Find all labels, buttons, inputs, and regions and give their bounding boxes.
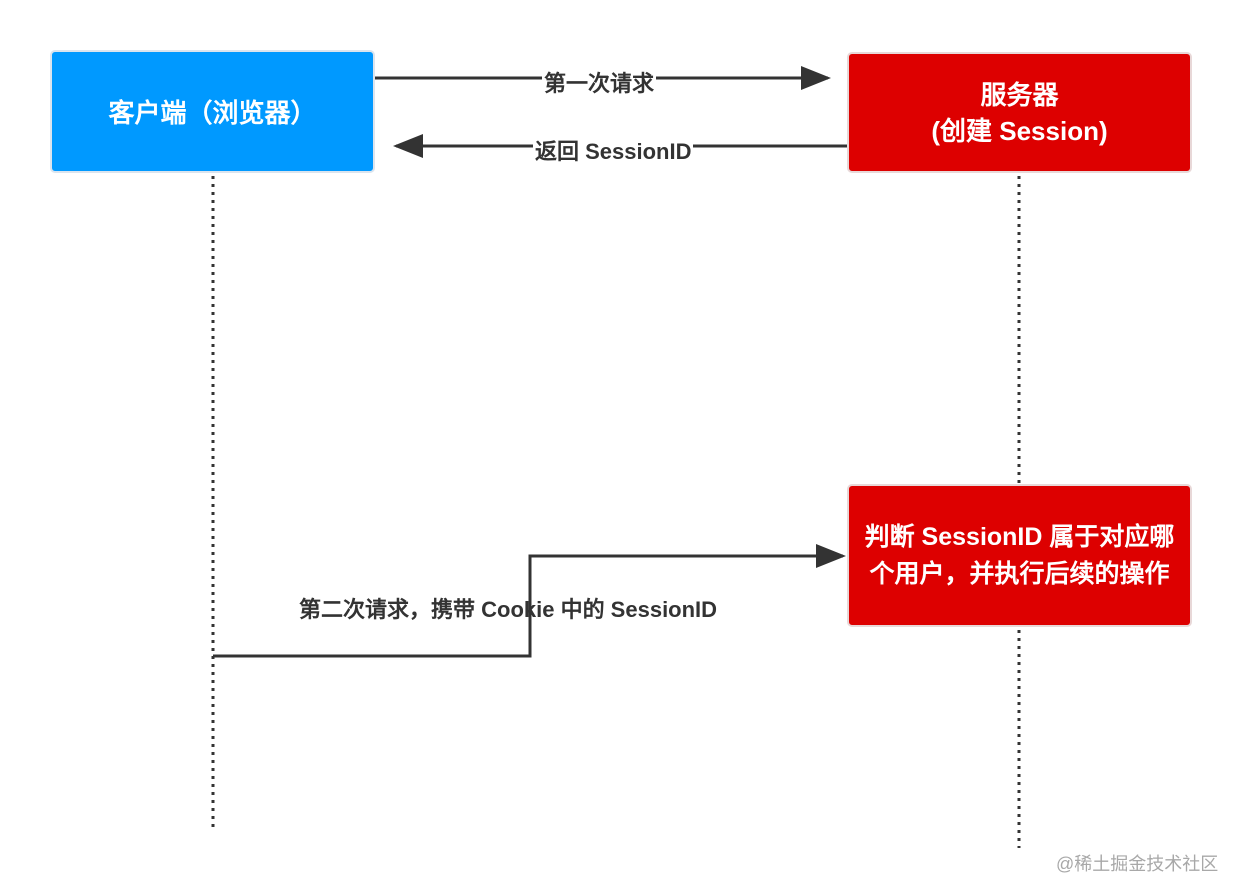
judge-session-box: 判断 SessionID 属于对应哪个用户，并执行后续的操作	[847, 484, 1192, 627]
server-sublabel: (创建 Session)	[931, 115, 1108, 146]
client-browser-box: 客户端（浏览器）	[50, 50, 375, 173]
watermark: @稀土掘金技术社区	[1056, 854, 1219, 874]
judge-label: 判断 SessionID 属于对应哪个用户，并执行后续的操作	[864, 522, 1175, 588]
server-box: 服务器 (创建 Session)	[847, 52, 1192, 173]
second-request-arrow	[213, 544, 846, 658]
first-request-label: 第一次请求	[542, 71, 657, 96]
client-label: 客户端（浏览器）	[108, 98, 317, 128]
server-label: 服务器	[980, 79, 1059, 110]
return-session-label: 返回 SessionID	[533, 139, 694, 164]
second-request-label: 第二次请求，携带 Cookie 中的 SessionID	[299, 597, 718, 622]
